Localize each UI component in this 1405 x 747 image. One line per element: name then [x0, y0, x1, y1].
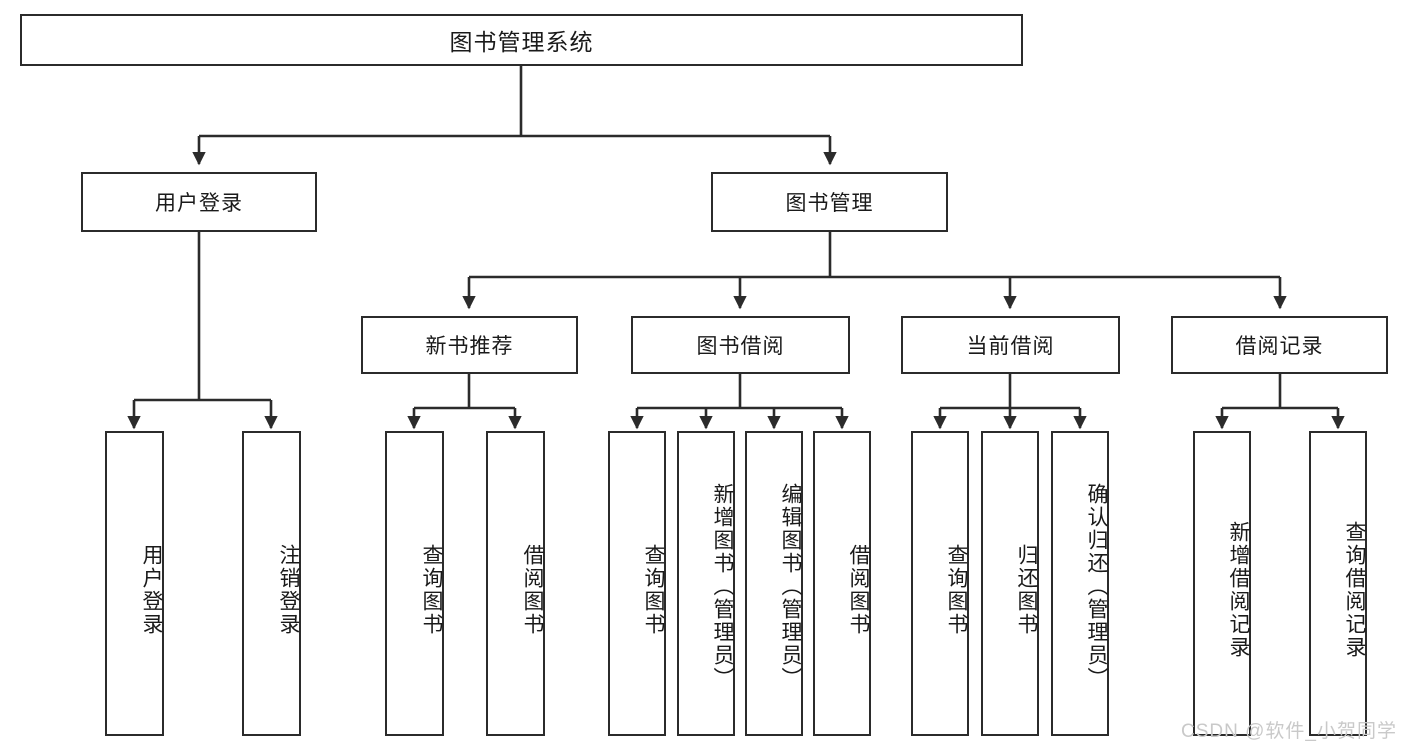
node-label: 归还图书: [1015, 543, 1038, 636]
node-label: 查询图书: [945, 543, 968, 636]
node-book-management[interactable]: 图书管理: [711, 172, 948, 232]
node-label: 借阅图书: [847, 543, 870, 636]
node-label: 当前借阅: [966, 335, 1055, 358]
leaf-query-book-borrow[interactable]: 查询图书: [608, 431, 666, 736]
node-user-login[interactable]: 用户登录: [81, 172, 317, 232]
leaf-user-login[interactable]: 用户登录: [105, 431, 164, 736]
node-label: 用户登录: [155, 192, 243, 215]
node-label: 借阅图书: [521, 543, 544, 636]
node-label: 查询图书: [642, 543, 665, 636]
leaf-query-borrow-record[interactable]: 查询借阅记录: [1309, 431, 1367, 736]
node-label: 注销登录: [277, 543, 300, 636]
leaf-borrow-book-recommend[interactable]: 借阅图书: [486, 431, 545, 736]
node-label: 新增借阅记录: [1227, 520, 1250, 659]
node-label: 图书借阅: [696, 335, 785, 358]
node-label: 查询图书: [420, 543, 443, 636]
leaf-return-book[interactable]: 归还图书: [981, 431, 1039, 736]
node-label: 查询借阅记录: [1343, 520, 1366, 659]
node-label: 借阅记录: [1235, 335, 1324, 358]
leaf-query-book-recommend[interactable]: 查询图书: [385, 431, 444, 736]
node-root-book-management-system[interactable]: 图书管理系统: [20, 14, 1023, 66]
leaf-confirm-return-admin[interactable]: 确认归还（管理员）: [1051, 431, 1109, 736]
leaf-logout-login[interactable]: 注销登录: [242, 431, 301, 736]
node-label: 新增图书（管理员）: [711, 483, 734, 690]
leaf-add-borrow-record[interactable]: 新增借阅记录: [1193, 431, 1251, 736]
node-label: 图书管理系统: [449, 29, 594, 55]
node-label: 新书推荐: [425, 335, 514, 358]
node-label: 用户登录: [140, 543, 163, 636]
leaf-borrow-book-borrow[interactable]: 借阅图书: [813, 431, 871, 736]
leaf-add-book-admin[interactable]: 新增图书（管理员）: [677, 431, 735, 736]
leaf-edit-book-admin[interactable]: 编辑图书（管理员）: [745, 431, 803, 736]
node-book-borrow[interactable]: 图书借阅: [631, 316, 850, 374]
node-current-borrow[interactable]: 当前借阅: [901, 316, 1120, 374]
leaf-query-book-current[interactable]: 查询图书: [911, 431, 969, 736]
node-borrow-record[interactable]: 借阅记录: [1171, 316, 1388, 374]
node-label: 图书管理: [785, 192, 874, 215]
node-label: 确认归还（管理员）: [1085, 483, 1108, 690]
node-label: 编辑图书（管理员）: [779, 483, 802, 690]
node-new-book-recommend[interactable]: 新书推荐: [361, 316, 578, 374]
